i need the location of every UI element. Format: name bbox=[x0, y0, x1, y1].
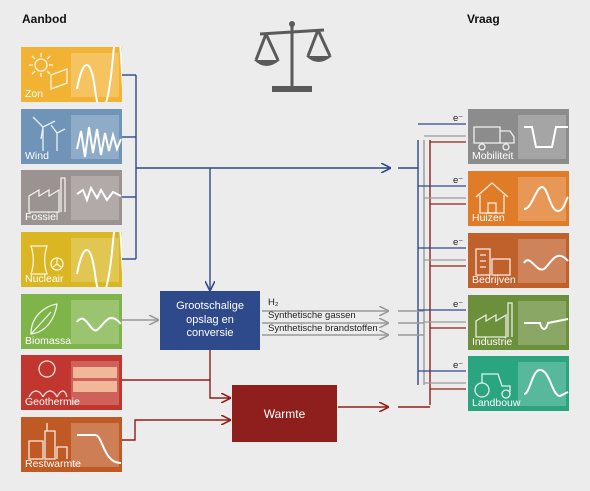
demand-label: Landbouw bbox=[472, 397, 521, 409]
supply-label: Biomassa bbox=[25, 335, 72, 347]
factory-icon bbox=[28, 176, 122, 220]
profile-curve bbox=[76, 232, 122, 287]
carrier-fuel-label: Synthetische brandstoffen bbox=[268, 323, 378, 334]
profile-curve bbox=[523, 185, 569, 213]
demand-tile-mobiliteit: Mobiliteit bbox=[468, 109, 569, 164]
supply-tile-geothermie: Geothermie bbox=[21, 355, 122, 410]
electron-label: e⁻ bbox=[453, 299, 464, 310]
electron-label: e⁻ bbox=[453, 360, 464, 371]
heat-label: Warmte bbox=[263, 406, 306, 421]
balance-scale-icon bbox=[254, 21, 332, 92]
truck-icon bbox=[473, 115, 568, 159]
factory-icon bbox=[475, 301, 569, 345]
supply-label: Restwarmte bbox=[25, 458, 82, 470]
profile-curve bbox=[524, 126, 568, 148]
carrier-gas-label: Synthetische gassen bbox=[268, 310, 356, 321]
storage-conversion-box: Grootschalige opslag en conversie bbox=[160, 291, 260, 350]
demand-tile-industrie: Industrie bbox=[468, 295, 569, 350]
demand-label: Industrie bbox=[472, 336, 513, 348]
profile-curve bbox=[76, 47, 122, 102]
header-aanbod: Aanbod bbox=[22, 12, 67, 26]
supply-label: Fossiel bbox=[25, 211, 59, 223]
demand-label: Bedrijven bbox=[472, 274, 516, 286]
electron-label: e⁻ bbox=[453, 237, 464, 248]
profile-curve bbox=[76, 317, 122, 332]
sun-icon bbox=[29, 47, 122, 102]
supply-label: Geothermie bbox=[25, 396, 80, 408]
carrier-h2-label: H₂ bbox=[268, 297, 279, 308]
electron-label: e⁻ bbox=[453, 113, 464, 124]
heat-box: Warmte bbox=[232, 385, 337, 442]
profile-curve bbox=[77, 434, 122, 464]
profile-curve bbox=[76, 185, 122, 203]
header-vraag: Vraag bbox=[467, 12, 500, 26]
industrial-plant-icon bbox=[28, 423, 122, 467]
heat-supply-lines bbox=[122, 350, 388, 441]
supply-tile-wind: Wind bbox=[21, 109, 122, 164]
leaf-icon bbox=[30, 300, 122, 344]
demand-label: Mobiliteit bbox=[472, 150, 514, 162]
demand-distribution-lines bbox=[398, 123, 466, 408]
demand-tile-huizen: Huizen bbox=[468, 171, 569, 226]
storage-label: Grootschalige opslag en conversie bbox=[176, 299, 244, 340]
demand-tile-landbouw: Landbouw bbox=[468, 356, 569, 411]
wind-turbine-icon bbox=[32, 115, 122, 159]
demand-label: Huizen bbox=[472, 212, 505, 224]
profile-curve bbox=[523, 368, 569, 398]
supply-tile-zon: Zon bbox=[21, 47, 122, 102]
house-icon bbox=[475, 177, 569, 221]
supply-label: Zon bbox=[25, 88, 44, 100]
office-icon bbox=[475, 239, 569, 283]
supply-label: Wind bbox=[25, 150, 49, 162]
demand-tile-bedrijven: Bedrijven bbox=[468, 233, 569, 288]
carrier-lines bbox=[262, 311, 388, 335]
supply-tile-biomassa: Biomassa bbox=[21, 294, 122, 349]
profile-curve bbox=[76, 126, 122, 158]
supply-tile-nucleair: Nucleair bbox=[21, 232, 122, 287]
tractor-icon bbox=[474, 362, 569, 406]
supply-label: Nucleair bbox=[25, 273, 64, 285]
supply-tile-restwarmte: Restwarmte bbox=[21, 417, 122, 472]
nuclear-plant-icon bbox=[30, 232, 122, 287]
geothermal-icon bbox=[28, 360, 119, 405]
profile-curve bbox=[524, 318, 569, 330]
supply-tile-fossiel: Fossiel bbox=[21, 170, 122, 225]
electric-collector-lines bbox=[122, 74, 390, 290]
electron-label: e⁻ bbox=[453, 175, 464, 186]
profile-curve bbox=[523, 254, 569, 271]
